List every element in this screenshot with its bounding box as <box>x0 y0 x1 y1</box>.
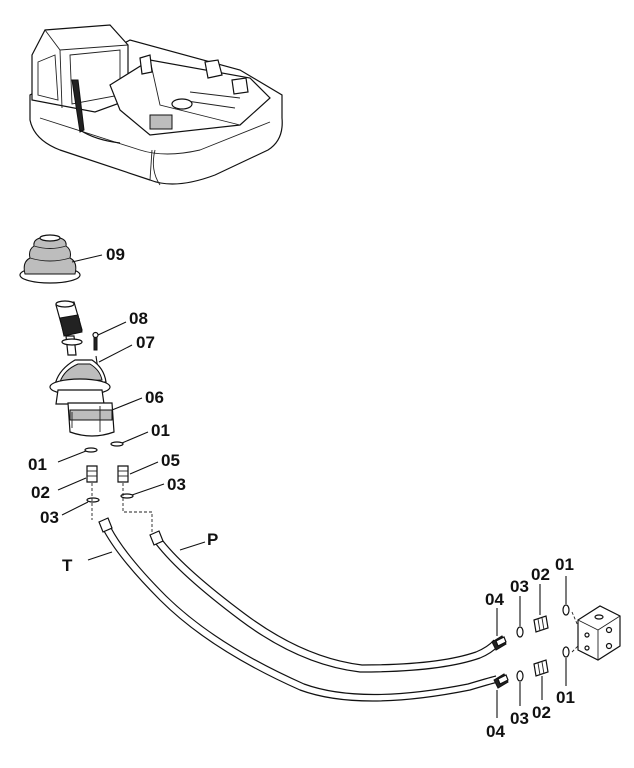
rubber-boot <box>19 234 81 284</box>
label-01-top: 01 <box>555 555 574 574</box>
label-03-top: 03 <box>510 577 529 596</box>
adapter-top-02 <box>533 615 549 633</box>
o-ring-right-01 <box>110 441 124 447</box>
o-ring-left-03 <box>86 497 100 503</box>
leader-03-right <box>131 483 165 496</box>
screw <box>92 331 99 351</box>
label-03-bottom: 03 <box>510 709 529 728</box>
leader-07 <box>98 344 133 363</box>
label-09: 09 <box>106 245 125 264</box>
hose-p <box>149 530 499 673</box>
junction-block <box>577 605 621 661</box>
leader-02-left <box>57 477 87 491</box>
label-port-p: P <box>207 530 218 549</box>
label-04-top: 04 <box>485 590 504 609</box>
lever-grip <box>55 300 83 356</box>
label-02-bottom: 02 <box>532 703 551 722</box>
label-03-left: 03 <box>40 508 59 527</box>
hose-t <box>98 517 499 702</box>
excavator-machine-illustration <box>29 24 283 186</box>
label-08: 08 <box>129 309 148 328</box>
label-02-left: 02 <box>31 483 50 502</box>
label-port-t: T <box>62 556 73 575</box>
leader-05 <box>129 461 159 475</box>
adapter-left-02 <box>86 465 98 483</box>
label-07: 07 <box>136 333 155 352</box>
o-ring-bottom-03 <box>516 670 524 682</box>
label-06: 06 <box>145 388 164 407</box>
label-01-upper-left: 01 <box>28 455 47 474</box>
hose-end-fitting-bottom-04 <box>493 673 509 689</box>
adapter-bottom-02 <box>533 659 549 677</box>
label-05: 05 <box>161 451 180 470</box>
leader-08 <box>97 321 127 336</box>
label-03-right: 03 <box>167 475 186 494</box>
leader-09 <box>71 254 103 263</box>
label-02-top: 02 <box>531 565 550 584</box>
o-ring-bottom-01 <box>562 646 570 658</box>
leader-06 <box>111 397 143 411</box>
o-ring-top-03 <box>516 626 524 638</box>
adapter-right-05 <box>117 465 129 483</box>
leader-01-right <box>121 431 149 444</box>
label-04-bottom: 04 <box>486 722 505 741</box>
leader-p <box>179 541 206 551</box>
pilot-valve <box>49 359 115 437</box>
leader-t <box>87 551 113 561</box>
leader-03-left <box>61 501 89 516</box>
o-ring-left-01 <box>84 447 98 453</box>
hose-end-fitting-top-04 <box>491 635 507 651</box>
label-01-bottom: 01 <box>556 688 575 707</box>
o-ring-right-03 <box>120 493 134 499</box>
o-ring-top-01 <box>562 604 570 616</box>
label-01-upper-right: 01 <box>151 421 170 440</box>
leader-01-left <box>57 450 87 463</box>
